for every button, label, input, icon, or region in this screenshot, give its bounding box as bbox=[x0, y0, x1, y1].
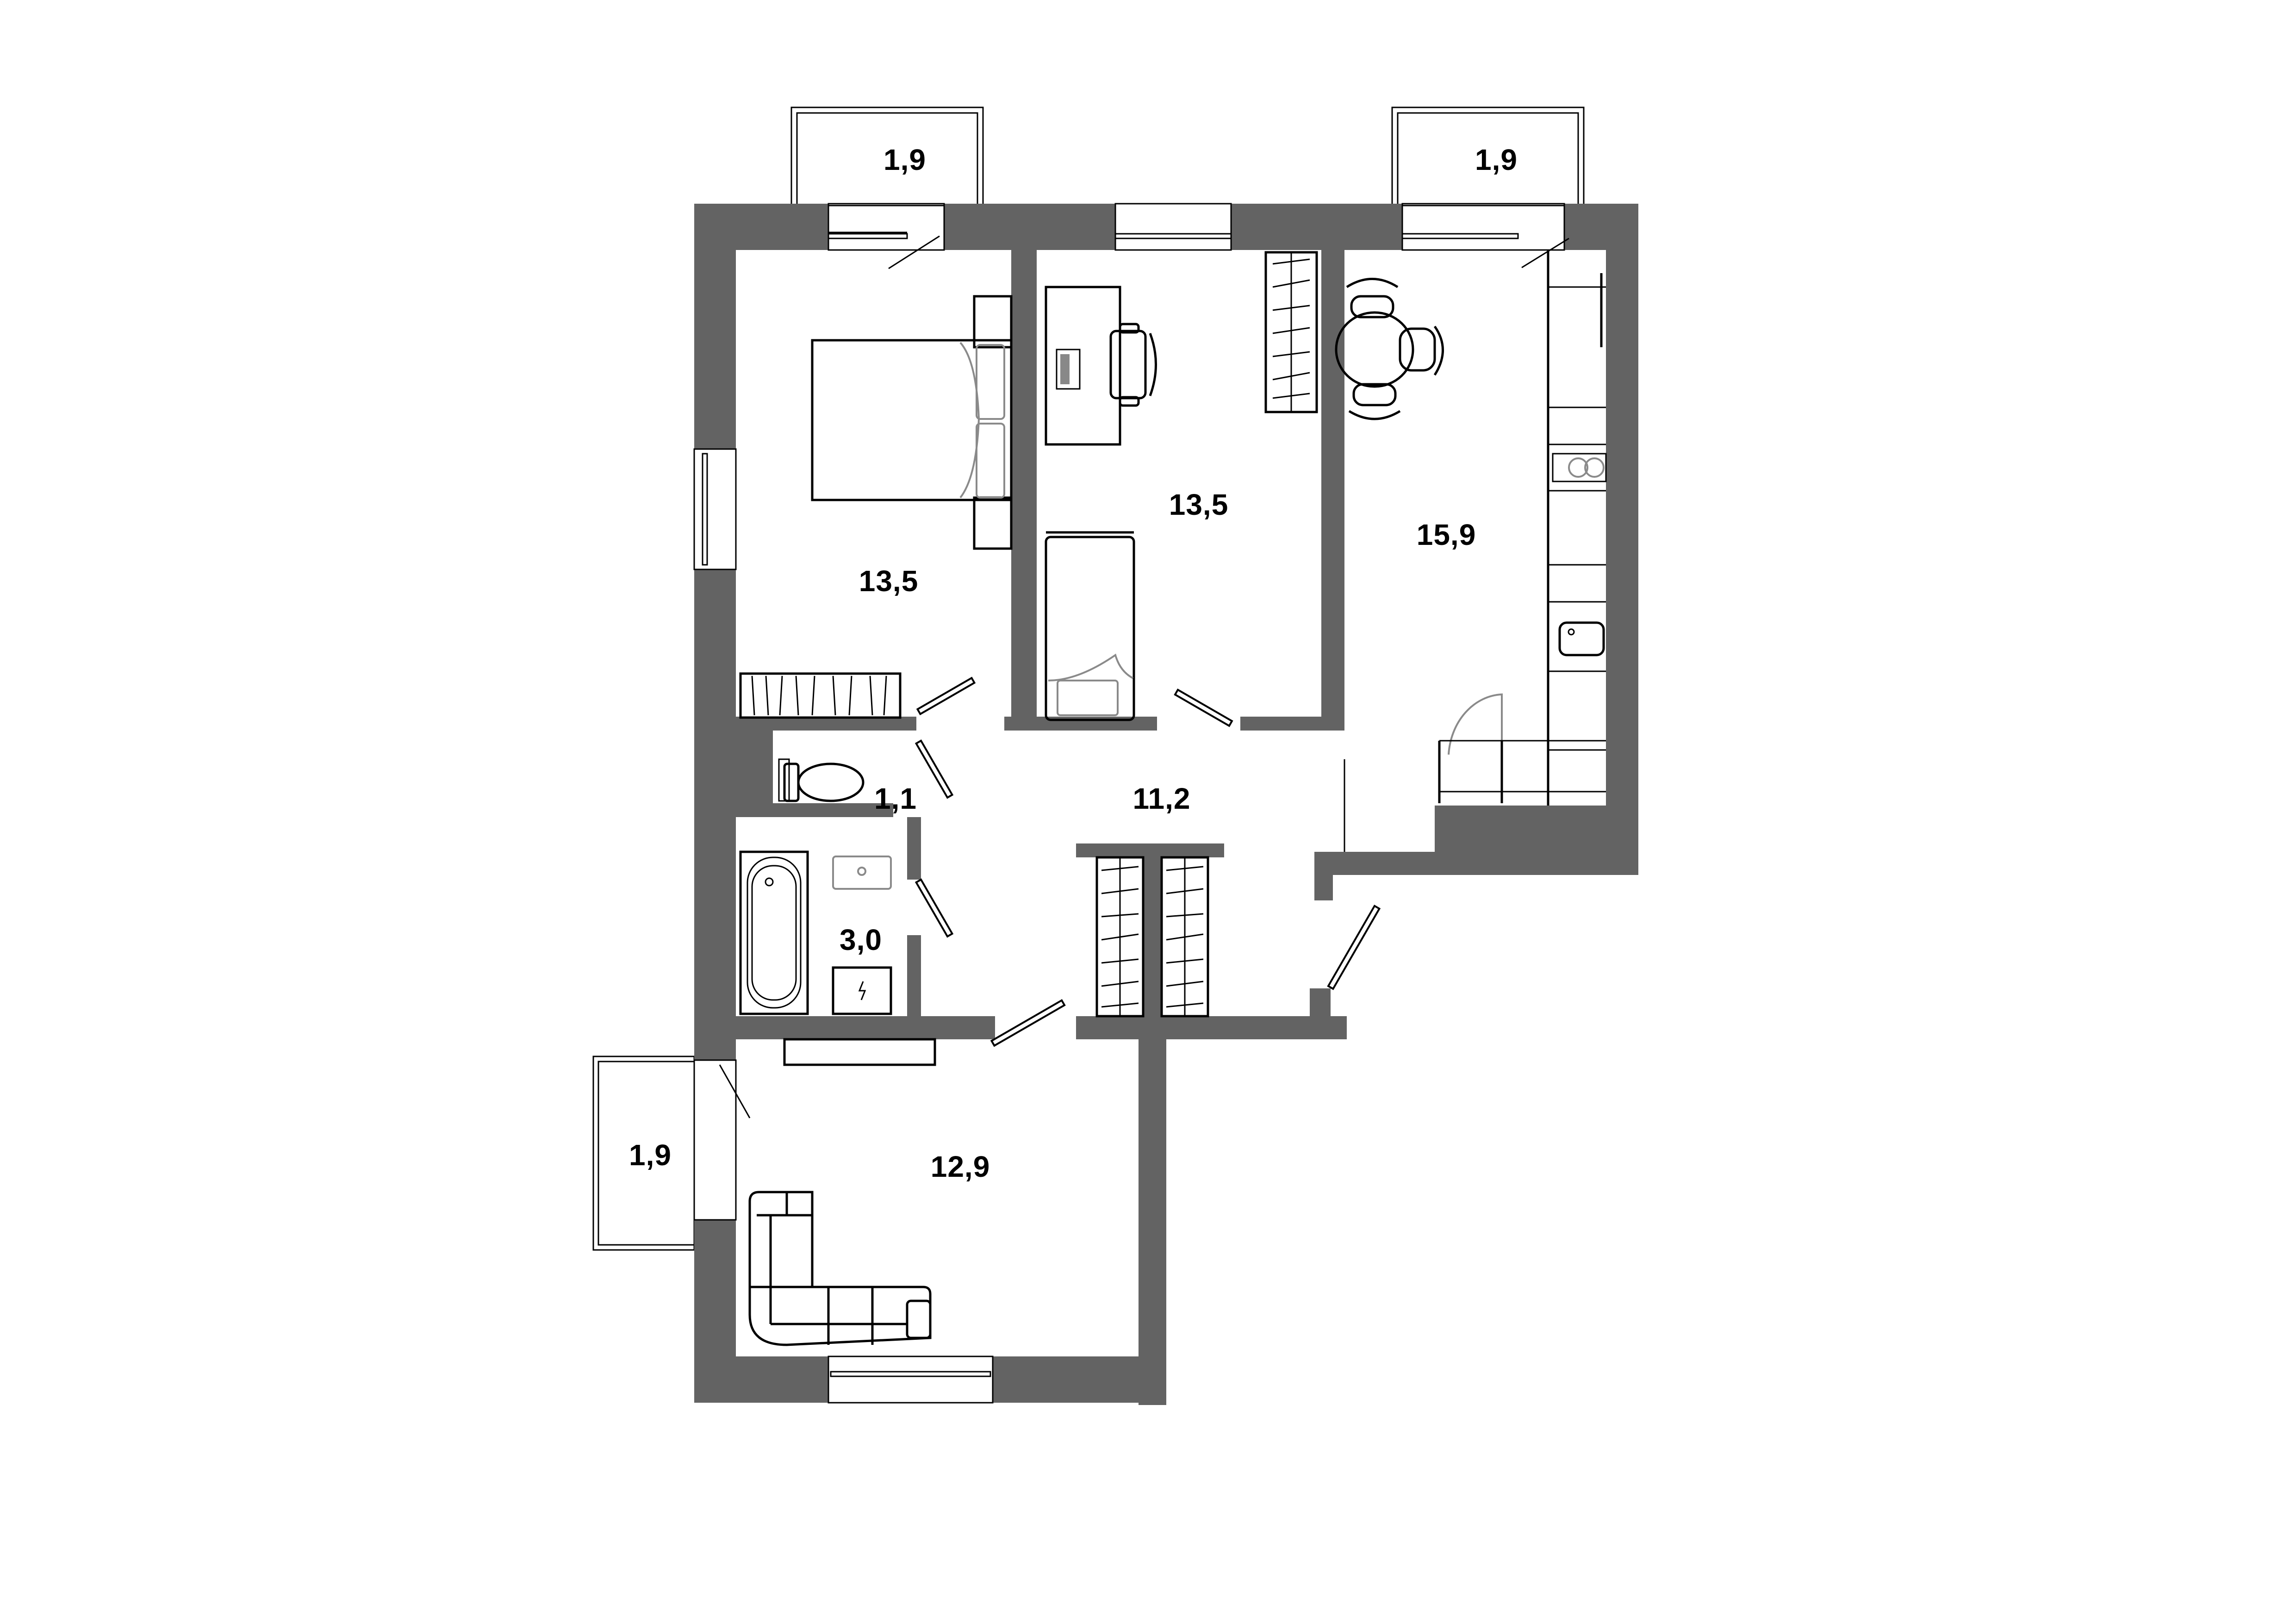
area-label-balcony-left: 1,9 bbox=[629, 1138, 672, 1172]
bathroom-fixtures bbox=[739, 850, 892, 1015]
area-label-study: 13,5 bbox=[1169, 488, 1229, 521]
area-label-living: 12,9 bbox=[930, 1150, 990, 1183]
walls bbox=[694, 204, 1638, 1405]
area-label-kitchen: 15,9 bbox=[1416, 518, 1476, 551]
balcony-top-left bbox=[790, 106, 984, 206]
windows bbox=[693, 203, 1565, 1404]
hall-closets bbox=[783, 856, 1209, 1066]
study-furniture bbox=[1045, 251, 1318, 721]
wc-fixtures bbox=[778, 758, 865, 802]
area-label-bathroom: 3,0 bbox=[840, 923, 882, 956]
kitchen-furniture bbox=[1335, 250, 1607, 852]
bedroom-furniture bbox=[739, 295, 1013, 719]
area-label-balcony-top-right: 1,9 bbox=[1475, 143, 1518, 176]
doors bbox=[719, 235, 1569, 1118]
balcony-top-right bbox=[1391, 106, 1585, 206]
living-furniture bbox=[748, 1191, 932, 1346]
area-label-balcony-top-left: 1,9 bbox=[884, 143, 926, 176]
area-label-wc: 1,1 bbox=[874, 782, 917, 815]
area-label-bedroom: 13,5 bbox=[859, 564, 919, 598]
area-label-hall: 11,2 bbox=[1132, 782, 1191, 815]
